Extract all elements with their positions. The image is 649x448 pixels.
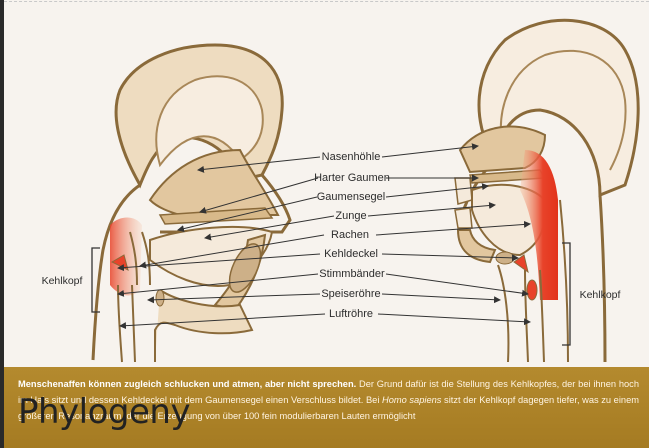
- label-nasenhoehle: Nasenhöhle: [322, 151, 381, 163]
- label-zunge: Zunge: [335, 210, 366, 222]
- label-speiseroehre: Speiseröhre: [321, 288, 380, 300]
- ape-trachea: [118, 285, 135, 362]
- label-luftroehre: Luftröhre: [329, 308, 373, 320]
- ape-head: [93, 45, 290, 362]
- caption-line1: Der Grund dafür ist die Stellung des Keh…: [356, 379, 575, 389]
- label-harter-gaumen: Harter Gaumen: [314, 172, 390, 184]
- label-rachen: Rachen: [331, 229, 369, 241]
- caption-bold: Menschenaffen können zugleich schlucken …: [18, 379, 356, 389]
- human-head: [455, 20, 638, 362]
- label-gaumensegel: Gaumensegel: [317, 191, 386, 203]
- label-kehlkopf-left: Kehlkopf: [42, 275, 83, 287]
- caption-italic: Homo sapiens: [382, 395, 441, 405]
- label-stimmbaender: Stimmbänder: [319, 268, 385, 280]
- label-kehlkopf-right: Kehlkopf: [580, 289, 621, 301]
- overlay-title: Phylogeny: [18, 392, 190, 432]
- label-kehldeckel: Kehldeckel: [324, 248, 378, 260]
- caption-line2-rest: sitzt der Kehlkopf: [441, 395, 515, 405]
